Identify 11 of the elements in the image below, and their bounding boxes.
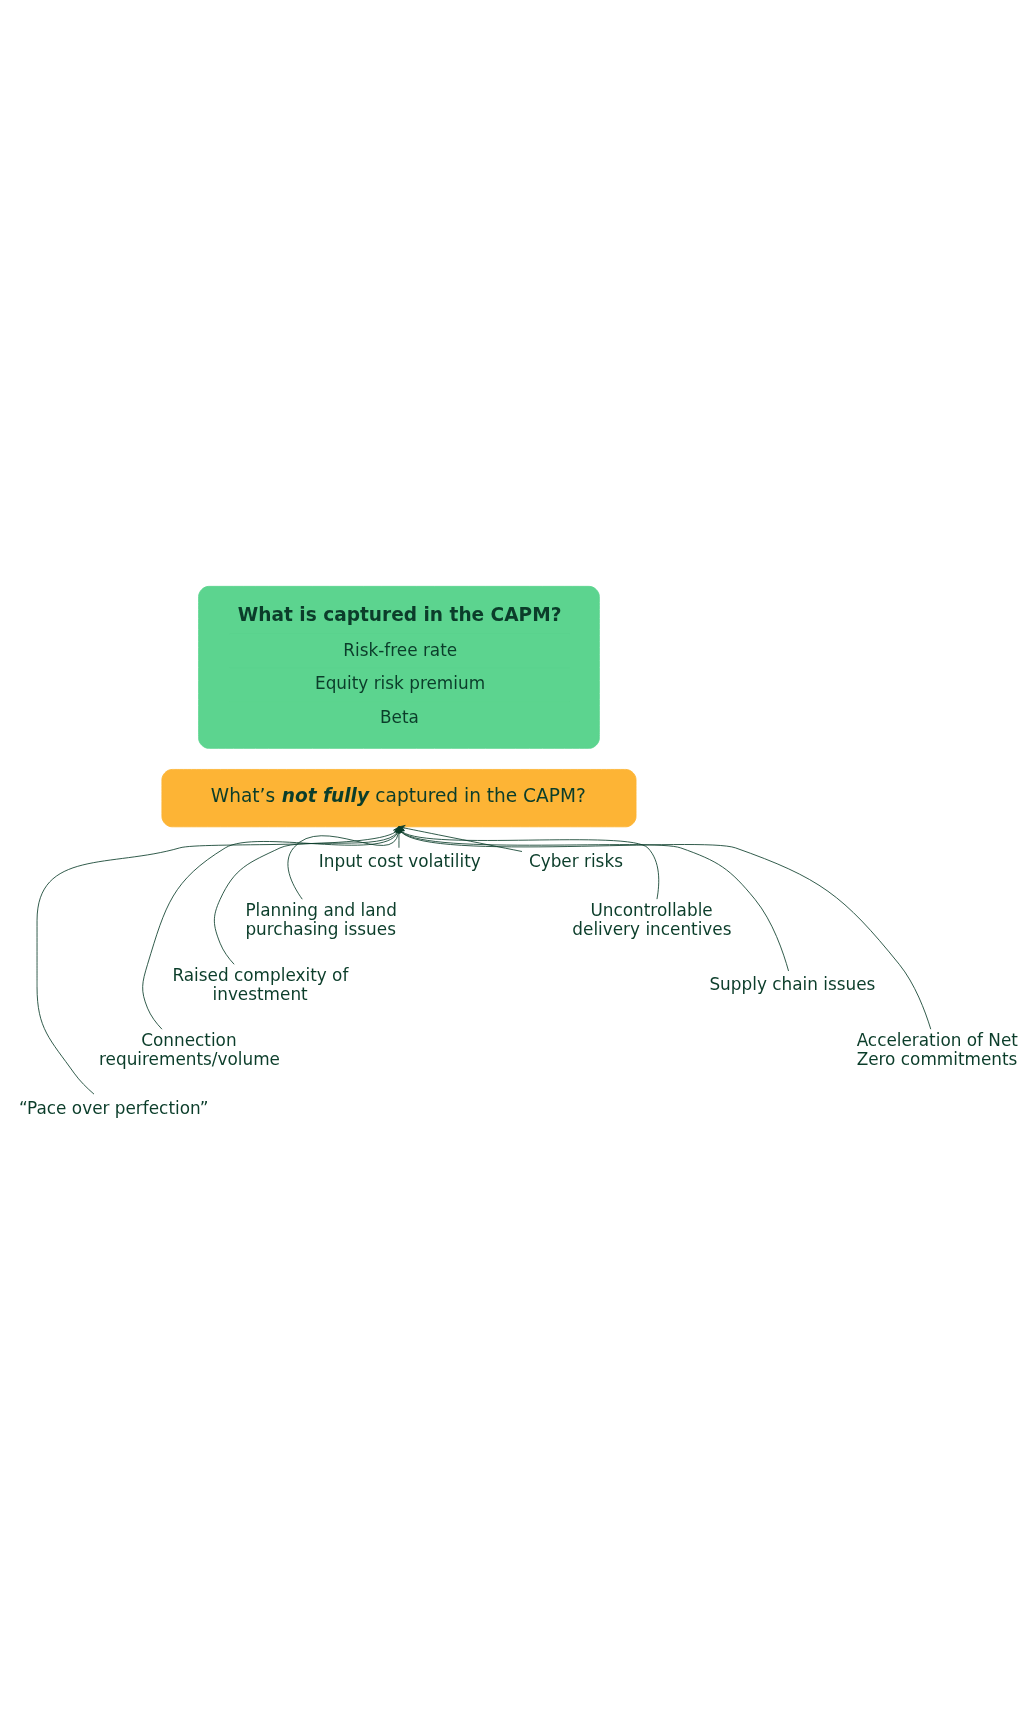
node-text: Planning and land purchasing issues xyxy=(245,900,397,939)
node-text: Cyber risks xyxy=(528,851,623,872)
node-text: Acceleration of Net Zero commitments xyxy=(856,1030,1018,1069)
node-text: Supply chain issues xyxy=(709,974,876,995)
node-box: What’s not fully captured in the CAPM? xyxy=(161,769,637,828)
node-box: What is captured in the CAPM? Risk-free rate Equity risk premium Beta xyxy=(198,585,600,749)
node-text: “Pace over perfection” xyxy=(18,1097,209,1118)
node-text: Raised complexity of investment xyxy=(172,965,349,1004)
node-text: Input cost volatility xyxy=(318,851,481,872)
node-text: Uncontrollable delivery incentives xyxy=(572,900,732,939)
node-text: Connection requirements/volume xyxy=(99,1030,280,1069)
